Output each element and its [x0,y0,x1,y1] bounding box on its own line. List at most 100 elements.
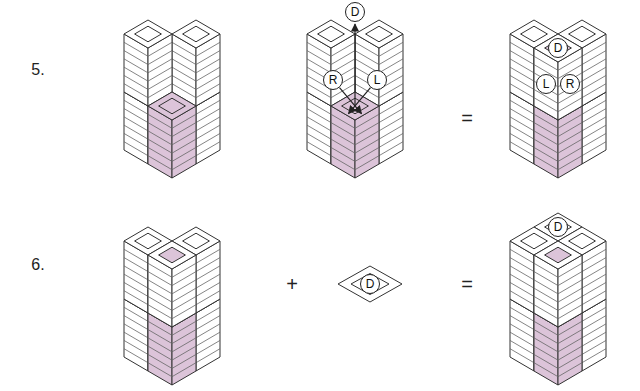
face-stripe [534,296,558,310]
face-stripe [534,338,558,352]
top-inner-diamond [569,233,596,249]
face-stripe [355,51,379,65]
face-stripe [148,305,172,319]
face-stripe [534,330,558,344]
letter-circle: L [536,74,556,94]
face-stripe [124,84,148,98]
face-stripe [148,330,172,344]
face-stripe [124,109,148,123]
face-stripe [582,291,606,305]
face-stripe [124,282,148,296]
face-stripe [558,363,582,377]
operator-sign: = [461,274,473,294]
face-stripe [355,139,379,153]
face-stripe [124,340,148,354]
face-stripe [534,288,558,302]
face-stripe [534,98,558,112]
face-stripe [558,98,582,112]
face-stripe [124,133,148,147]
face-stripe [307,109,331,123]
top-inner-diamond [135,26,162,42]
cube-top [534,34,582,62]
face-stripe [124,142,148,156]
face-stripe [172,147,196,161]
face-stripe [307,125,331,139]
face-stripe [534,139,558,153]
direction-letter: L [374,74,381,86]
face-stripe [124,67,148,81]
face-stripe [172,305,196,319]
top-inner-diamond [521,233,548,249]
face-stripe [196,258,220,272]
face-stripe [307,133,331,147]
letter-circle: D [548,38,568,58]
direction-letter: D [366,278,375,290]
face-stripe [172,363,196,377]
face-stripe [196,125,220,139]
face-stripe [510,258,534,272]
face-stripe [196,324,220,338]
face-stripe [196,75,220,89]
face-stripe [355,156,379,170]
face-stripe [124,75,148,89]
face-stripe [510,59,534,73]
face-stripe [510,316,534,330]
face-stripe [379,133,403,147]
direction-letter: D [554,42,563,54]
face-stripe [148,363,172,377]
face-stripe [196,349,220,363]
cube-top [148,241,196,269]
face-stripe [172,51,196,65]
face-stripe [379,109,403,123]
top-inner-diamond [569,26,596,42]
face-stripe [307,117,331,131]
face-stripe [172,354,196,368]
face-stripe [534,156,558,170]
face-stripe [148,338,172,352]
face-stripe [510,291,534,305]
letter-circle: R [560,74,580,94]
face-stripe [582,316,606,330]
face-stripe [172,67,196,81]
figure-number: 5. [31,62,44,78]
top-inner-diamond [183,26,210,42]
face-stripe [355,131,379,145]
face-stripe [582,125,606,139]
direction-letter: R [566,78,575,90]
letter-circle: D [360,274,380,294]
direction-arrows [340,24,371,114]
face-stripe [379,125,403,139]
face-stripe [534,147,558,161]
face-stripe [510,125,534,139]
face-stripe [124,266,148,280]
face-stripe [558,338,582,352]
face-stripe [355,147,379,161]
top-inner-diamond [366,26,393,42]
face-stripe [582,117,606,131]
face-stripe [196,59,220,73]
face-stripe [148,59,172,73]
face-stripe [124,274,148,288]
face-stripe [124,59,148,73]
face-stripe [172,346,196,360]
face-stripe [558,123,582,137]
cube-top [307,20,355,48]
face-stripe [172,139,196,153]
face-stripe [331,51,355,65]
face-stripe [510,282,534,296]
face-stripe [172,280,196,294]
letter-circle: R [323,70,343,90]
face-stripe [510,117,534,131]
cube-top [355,20,403,48]
face-stripe [172,123,196,137]
face-stripe [558,305,582,319]
face-stripe [124,117,148,131]
face-stripe [148,346,172,360]
face-stripe [196,133,220,147]
face-stripe [582,274,606,288]
face-stripe [582,67,606,81]
face-stripe [510,349,534,363]
